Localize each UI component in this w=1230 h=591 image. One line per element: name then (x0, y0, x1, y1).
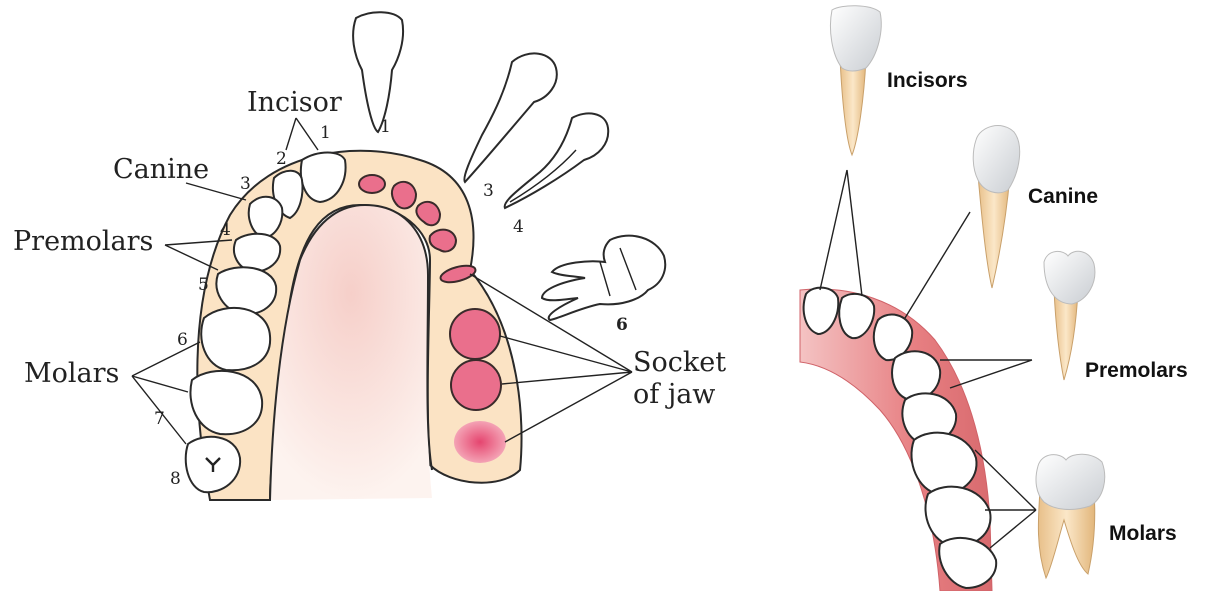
incisor-pointer-lines (286, 118, 318, 150)
tooth-number-8: 8 (170, 469, 181, 489)
right-teeth-diagram: Incisors Canine Premolars Molars (800, 6, 1188, 591)
socket-6 (450, 309, 500, 359)
canine-pointer-line (186, 183, 246, 200)
premolars-label: Premolars (13, 226, 153, 257)
canine-label-right: Canine (1028, 185, 1098, 208)
socket-1 (359, 175, 385, 193)
socket-8 (454, 421, 506, 463)
loose-premolar-tooth-4 (505, 113, 609, 208)
loose-tooth-number-3: 3 (483, 181, 494, 201)
loose-tooth-number-1: 1 (380, 117, 391, 137)
molars-label: Molars (24, 358, 119, 389)
tooth-number-1: 1 (320, 123, 331, 143)
socket-label-line1: Socket (633, 347, 726, 378)
tooth-7 (190, 371, 262, 434)
molars-label-right: Molars (1109, 522, 1177, 545)
canine-label: Canine (113, 154, 209, 185)
incisor-label: Incisor (247, 87, 342, 118)
tooth-number-5: 5 (198, 275, 209, 295)
tooth-6 (201, 308, 270, 370)
tooth-number-4: 4 (220, 220, 231, 240)
loose-molar-tooth-6 (542, 236, 665, 320)
loose-canine-tooth-3 (464, 53, 556, 182)
isolated-molar (1036, 454, 1105, 578)
tooth-number-2: 2 (276, 149, 287, 169)
socket-7 (451, 360, 501, 410)
socket-2 (392, 182, 416, 209)
loose-tooth-number-6: 6 (616, 315, 628, 335)
loose-tooth-number-4: 4 (513, 217, 524, 237)
canine-pointer-line-right (905, 212, 970, 318)
premolars-label-right: Premolars (1085, 359, 1188, 382)
incisors-label-right: Incisors (887, 69, 968, 92)
isolated-canine (973, 126, 1019, 288)
left-jaw-diagram: Incisor Canine Premolars Molars Socket o… (13, 12, 726, 500)
loose-incisor-tooth (353, 12, 403, 132)
isolated-incisor (830, 6, 881, 155)
tooth-number-3: 3 (240, 174, 251, 194)
socket-label-line2: of jaw (633, 379, 715, 410)
tooth-number-7: 7 (154, 409, 165, 429)
tooth-number-6: 6 (177, 330, 188, 350)
incisors-pointer-lines-right (820, 170, 862, 296)
